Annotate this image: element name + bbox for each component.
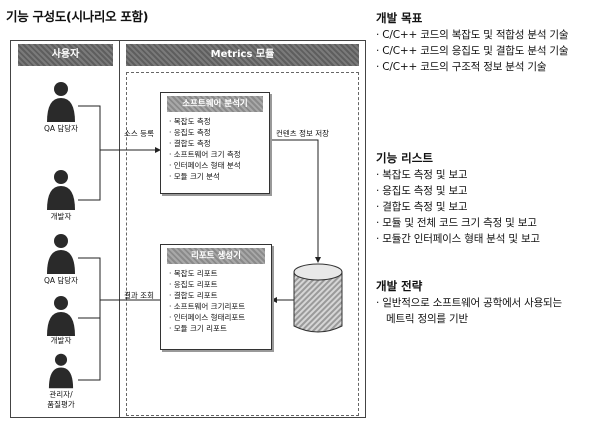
analyzer-title: 소프트웨어 분석기	[167, 96, 263, 112]
result-view-line	[78, 257, 160, 381]
strategy-list: 일반적으로 소프트웨어 공학에서 사용되는 메트릭 정의를 기반	[376, 295, 566, 327]
feature-item: 복잡도 측정 및 보고	[376, 167, 612, 183]
analyzer-item: 결합도 측정	[169, 138, 269, 149]
qa-person-icon	[44, 232, 78, 276]
metrics-module-panel	[126, 72, 359, 416]
features-list: 복잡도 측정 및 보고 응집도 측정 및 보고 결합도 측정 및 보고 모듈 및…	[376, 167, 612, 247]
strategy-title: 개발 전략	[376, 279, 423, 293]
reporter-item: 모듈 크기 리포트	[169, 323, 271, 334]
edge-label-content-save: 컨텐츠 정보 저장	[276, 129, 330, 138]
source-register-line	[78, 105, 160, 201]
reporter-item: 복잡도 리포트	[169, 268, 271, 279]
feature-item: 결합도 측정 및 보고	[376, 199, 612, 215]
goals-title: 개발 목표	[376, 11, 423, 25]
actor-label-dev-top: 개발자	[50, 212, 72, 221]
feature-item: 응집도 측정 및 보고	[376, 183, 612, 199]
reporter-item: 인터페이스 형태리포트	[169, 312, 271, 323]
module-column-header: Metrics 모듈	[126, 44, 359, 66]
reporter-item: 결합도 리포트	[169, 290, 271, 301]
analyzer-item: 인터페이스 형태 분석	[169, 160, 269, 171]
developer-person-icon	[44, 294, 78, 338]
reporter-item-list: 복잡도 리포트 응집도 리포트 결합도 리포트 소프트웨어 크기리포트 인터페이…	[161, 268, 271, 334]
diagram-frame	[10, 40, 366, 418]
goal-item: C/C++ 코드의 응집도 및 결합도 분석 기술	[376, 43, 612, 59]
software-analyzer-box: 소프트웨어 분석기 복잡도 측정 응집도 측정 결합도 측정 소프트웨어 크기 …	[160, 92, 270, 194]
analyzer-item: 복잡도 측정	[169, 116, 269, 127]
analyzer-item: 모듈 크기 분석	[169, 171, 269, 182]
feature-item: 모듈간 인터페이스 형태 분석 및 보고	[376, 231, 612, 247]
reporter-item: 소프트웨어 크기리포트	[169, 301, 271, 312]
actor-label-manager: 관리자/ 품질평가	[47, 390, 75, 409]
user-column-header: 사용자	[18, 44, 113, 66]
analyzer-item: 소프트웨어 크기 측정	[169, 149, 269, 160]
column-divider	[119, 40, 120, 418]
content-save-line	[270, 139, 321, 263]
reporter-item: 응집도 리포트	[169, 279, 271, 290]
goal-item: C/C++ 코드의 구조적 정보 분석 기술	[376, 59, 612, 75]
qa-person-icon	[44, 80, 78, 124]
analyzer-item-list: 복잡도 측정 응집도 측정 결합도 측정 소프트웨어 크기 측정 인터페이스 형…	[161, 116, 269, 182]
actor-label-qa-top: QA 담당자	[43, 124, 79, 133]
actor-label-dev-bottom: 개발자	[50, 336, 72, 345]
goals-list: C/C++ 코드의 복잡도 및 적합성 분석 기술 C/C++ 코드의 응집도 …	[376, 27, 612, 75]
edge-label-result-view: 결과 조회	[124, 291, 154, 300]
analyzer-item: 응집도 측정	[169, 127, 269, 138]
feature-item: 모듈 및 전체 코드 크기 측정 및 보고	[376, 215, 612, 231]
report-generator-box: 리포트 생성기 복잡도 리포트 응집도 리포트 결합도 리포트 소프트웨어 크기…	[160, 244, 272, 350]
actor-label-qa-bottom: QA 담당자	[43, 276, 79, 285]
reporter-title: 리포트 생성기	[167, 248, 265, 264]
manager-person-icon	[44, 352, 78, 390]
features-title: 기능 리스트	[376, 151, 433, 165]
edge-label-source-register: 소스 등록	[124, 129, 154, 138]
diagram-title: 기능 구성도(시나리오 포함)	[6, 9, 149, 24]
developer-person-icon	[44, 168, 78, 212]
database-icon	[290, 262, 346, 338]
goal-item: C/C++ 코드의 복잡도 및 적합성 분석 기술	[376, 27, 612, 43]
strategy-item: 일반적으로 소프트웨어 공학에서 사용되는 메트릭 정의를 기반	[376, 295, 566, 327]
